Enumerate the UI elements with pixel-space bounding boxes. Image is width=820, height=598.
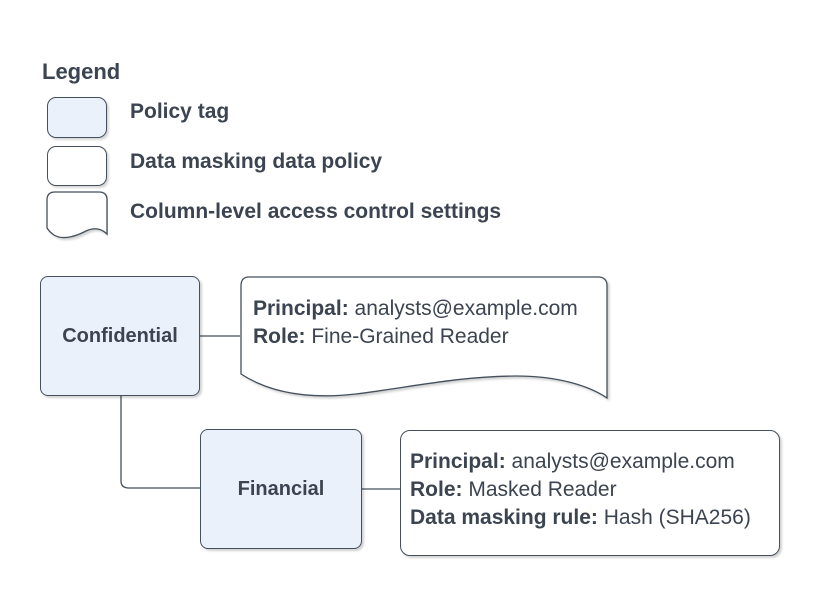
data-masking-policy-text: Principal: analysts@example.com Role: Ma… (410, 448, 751, 532)
legend-item-data-masking-policy: Data masking data policy (130, 150, 383, 173)
connector-confidential-to-financial (120, 395, 200, 489)
principal-line: Principal: analysts@example.com (410, 450, 735, 473)
policy-tag-label: Confidential (62, 324, 178, 347)
masking-rule-line: Data masking rule: Hash (SHA256) (410, 506, 751, 529)
policy-tag-label: Financial (237, 477, 325, 500)
role-line: Role: Fine-Grained Reader (253, 325, 509, 348)
legend-title: Legend (42, 59, 121, 84)
principal-line: Principal: analysts@example.com (253, 297, 578, 320)
access-control-settings-text: Principal: analysts@example.com Role: Fi… (253, 295, 578, 351)
legend-item-policy-tag: Policy tag (130, 100, 230, 123)
access-control-legend-swatch (46, 191, 108, 239)
access-control-doc-shape (240, 276, 608, 400)
role-line: Role: Masked Reader (410, 478, 617, 501)
legend-item-column-level-access: Column-level access control settings (130, 200, 502, 223)
data-masking-policy-legend-swatch (47, 146, 107, 186)
data-masking-policy-box (400, 430, 780, 556)
policy-tag-node-financial: Financial (200, 429, 362, 549)
policy-tag-legend-swatch (47, 97, 107, 138)
policy-tag-node-confidential: Confidential (40, 276, 200, 396)
